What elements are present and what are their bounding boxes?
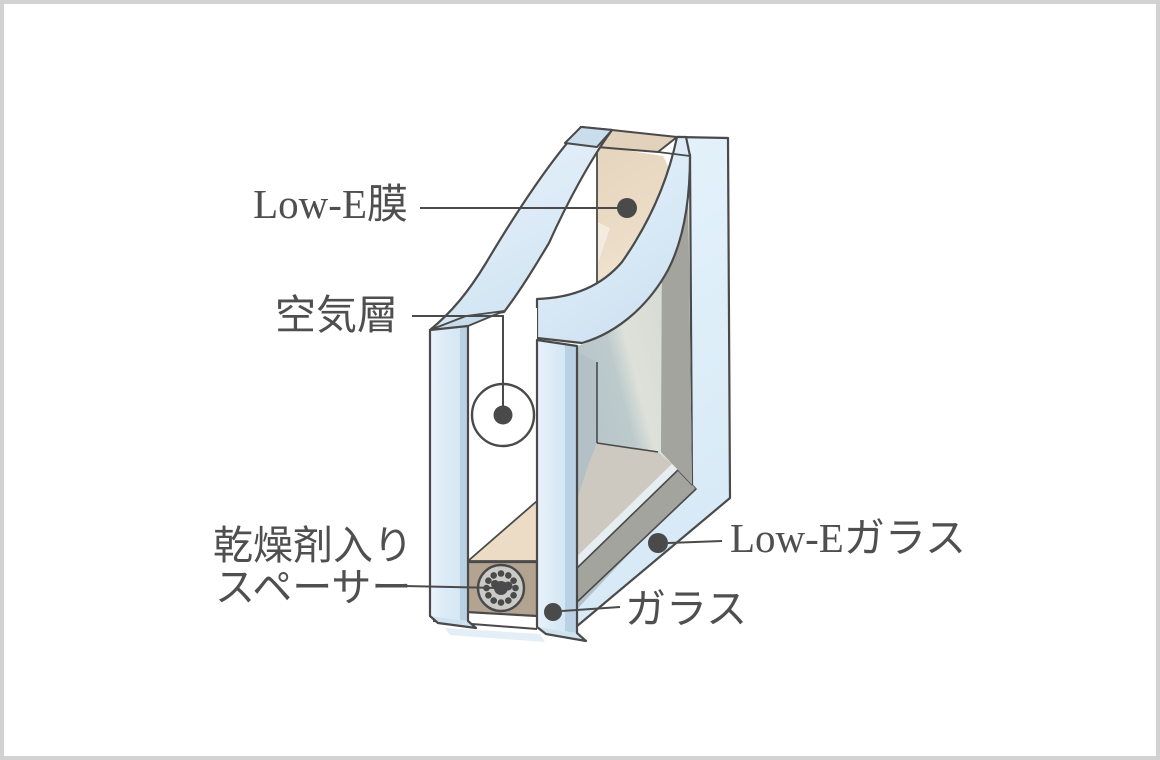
- bottom-rail-shadow: [445, 628, 545, 642]
- label-low-e-film: Low-E膜: [253, 181, 408, 227]
- front-strip-edge-face: [460, 326, 468, 621]
- back-strip-edge-face: [565, 344, 577, 633]
- label-desiccant-spacer-line1: 乾燥剤入り: [213, 523, 413, 568]
- leader-dot-desiccant: [491, 580, 513, 595]
- leader-dot-air-layer: [493, 405, 513, 425]
- leader-dots: [491, 198, 668, 621]
- back-strip-bottom-face: [537, 627, 586, 641]
- labels: Low-E膜 空気層 乾燥剤入り スペーサー Low-Eガラス ガラス: [213, 181, 966, 632]
- front-strip-bottom-face: [430, 616, 476, 628]
- label-glass: ガラス: [625, 586, 747, 632]
- inner-corner-line: [596, 442, 659, 453]
- back-pane-strip: [535, 338, 588, 643]
- front-glass-pane: [428, 125, 691, 630]
- leader-lines: [403, 207, 723, 612]
- front-strip-face: [430, 326, 468, 621]
- back-strip-outline: [535, 338, 588, 643]
- leader-glass: [561, 606, 621, 612]
- low-e-glass-diagram: Low-E膜 空気層 乾燥剤入り スペーサー Low-Eガラス ガラス: [213, 125, 966, 643]
- front-strip-outline: [428, 324, 478, 630]
- front-pane-top-face: [564, 126, 613, 148]
- label-air-layer: 空気層: [275, 292, 398, 338]
- back-pane-ribbon: [535, 135, 692, 345]
- desiccant-beads: [483, 570, 519, 606]
- leader-dot-low-e-glass: [648, 533, 668, 553]
- low-e-film-highlight: [597, 222, 610, 266]
- leader-dot-glass: [544, 603, 562, 621]
- low-e-film: [594, 128, 680, 293]
- top-band-inner-line: [657, 151, 691, 157]
- leader-low-e-glass: [667, 540, 723, 544]
- leader-spacer: [403, 585, 500, 589]
- leader-air-layer: [412, 315, 504, 412]
- inner-left-reveal-band: [577, 352, 597, 500]
- leader-dot-low-e-film: [617, 198, 637, 218]
- label-desiccant-spacer-line2: スペーサー: [215, 565, 411, 610]
- low-e-film-face: [597, 146, 676, 293]
- label-low-e-glass: Low-Eガラス: [730, 515, 966, 561]
